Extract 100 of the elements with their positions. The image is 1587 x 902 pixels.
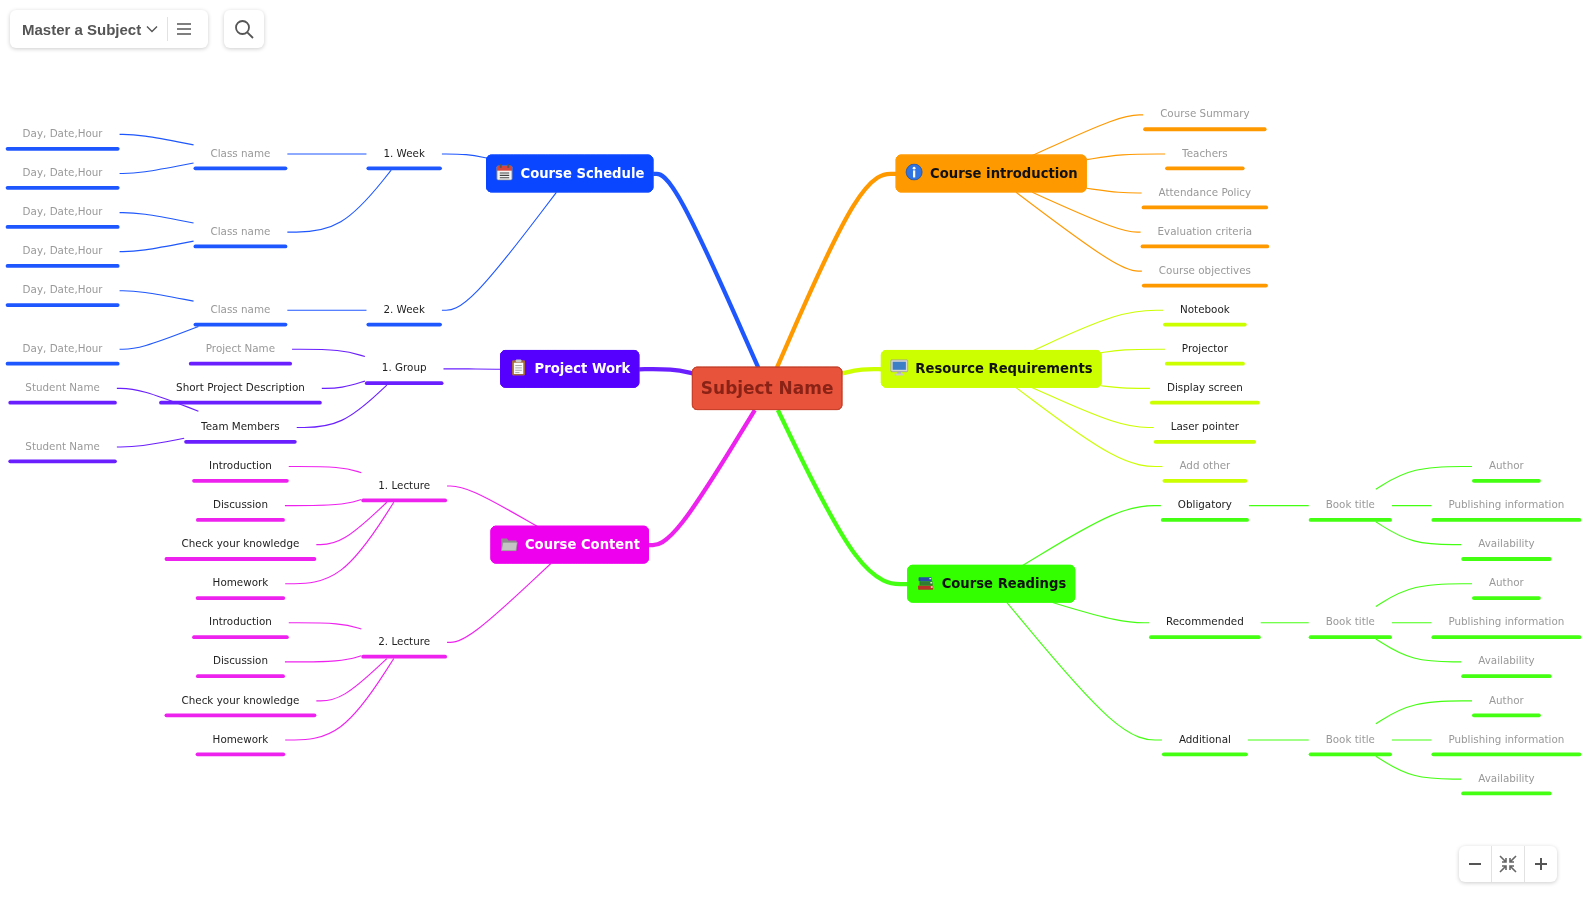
subtopic-node: 1. Lecture	[361, 479, 448, 503]
branch-line	[1031, 387, 1155, 429]
subtopic-node: Team Members	[184, 420, 297, 444]
subtopic-node: Projector	[1164, 342, 1245, 366]
branch-line	[315, 501, 388, 546]
branch-line	[1375, 521, 1462, 546]
subtopic-node: Day, Date,Hour	[5, 127, 120, 151]
branch-line	[1391, 505, 1433, 507]
topic-label: Course Readings	[941, 574, 1067, 593]
subtopic-node: Homework	[195, 576, 286, 600]
branch-line	[446, 485, 539, 528]
branch-line	[1375, 583, 1473, 608]
subtopic-node: Short Project Description	[159, 381, 322, 405]
branch-line	[321, 380, 366, 389]
branch-line	[446, 562, 552, 643]
subtopic-node: 1. Week	[366, 147, 442, 171]
branch-line	[774, 171, 897, 369]
subtopic-node: Publishing information	[1431, 616, 1582, 640]
topic-label: Course Schedule	[520, 164, 645, 183]
subtopic-node: Publishing information	[1431, 498, 1582, 522]
branch-line	[284, 658, 395, 741]
branch-line	[291, 348, 366, 358]
branch-line	[284, 655, 362, 663]
subtopic-node: Student Name	[8, 440, 117, 464]
branch-line	[1031, 191, 1142, 233]
branch-line	[119, 133, 195, 146]
subtopic-node: Day, Date,Hour	[5, 342, 120, 366]
subtopic-node: Course Summary	[1143, 108, 1267, 132]
branch-line	[441, 191, 557, 311]
branch-line	[639, 367, 694, 376]
branch-line	[1375, 755, 1462, 780]
branch-line	[1100, 348, 1166, 354]
subtopic-node: Availability	[1461, 537, 1552, 561]
branch-line	[1248, 505, 1310, 507]
branch-line	[284, 501, 395, 585]
branch-line	[1100, 385, 1151, 389]
subtopic-node: Author	[1472, 459, 1541, 483]
branch-line	[286, 153, 368, 155]
subtopic-node: Discussion	[195, 498, 285, 522]
branch-line	[315, 658, 388, 702]
topic-box	[490, 525, 649, 564]
subtopic-node: Availability	[1461, 655, 1552, 679]
subtopic-node: Evaluation criteria	[1140, 225, 1270, 249]
topic-label: Project Work	[534, 359, 631, 378]
subtopic-node: Additional	[1161, 733, 1248, 757]
branch-line	[286, 309, 368, 311]
branch-line	[1260, 622, 1310, 624]
branch-line	[288, 465, 362, 474]
branch-line	[119, 290, 195, 302]
subtopic-node: Day, Date,Hour	[5, 283, 120, 307]
subtopic-node: Book title	[1308, 498, 1392, 522]
subtopic-node: Attendance Policy	[1141, 186, 1269, 210]
subtopic-node: Day, Date,Hour	[5, 166, 120, 190]
subtopic-node: Check your knowledge	[164, 537, 317, 561]
subtopic-node: Laser pointer	[1153, 420, 1257, 444]
subtopic-node: Notebook	[1163, 303, 1247, 327]
branch-line	[116, 387, 199, 412]
subtopic-node: Class name	[193, 303, 288, 327]
subtopic-node: 1. Group	[364, 362, 444, 386]
branch-line	[116, 437, 185, 448]
topic-label: Course introduction	[930, 164, 1078, 183]
topic-box	[486, 154, 654, 193]
subtopic-node: 2. Lecture	[361, 635, 448, 659]
branch-line	[286, 169, 392, 233]
branch-line	[119, 325, 199, 350]
subtopic-node: Display screen	[1150, 381, 1260, 405]
subtopic-node: Homework	[195, 733, 286, 757]
topic-box	[880, 350, 1102, 388]
subtopic-node: Discussion	[195, 655, 285, 679]
subtopic-node: Obligatory	[1160, 498, 1249, 522]
subtopic-node: Course objectives	[1141, 264, 1268, 288]
branch-line	[1391, 622, 1433, 624]
central-topic-box: Subject Name	[691, 366, 843, 411]
branch-line	[1086, 187, 1143, 194]
branch-line	[119, 212, 195, 224]
branch-line	[653, 171, 761, 369]
branch-line	[442, 368, 502, 370]
branch-line	[296, 384, 388, 429]
branch-line	[841, 367, 882, 376]
topic-label: Course Content	[524, 535, 640, 554]
subtopic-node: 2. Week	[366, 303, 442, 327]
subtopic-node: Add other	[1162, 459, 1248, 483]
branch-line	[119, 240, 195, 253]
branch-line	[1247, 739, 1310, 741]
branch-line	[775, 409, 909, 587]
branch-line	[119, 162, 195, 175]
subtopic-node: Introduction	[192, 459, 289, 483]
branch-line	[1015, 191, 1143, 272]
branch-line	[1021, 505, 1162, 567]
topic-box	[907, 564, 1076, 603]
subtopic-node: Check your knowledge	[164, 694, 317, 718]
subtopic-node: Introduction	[192, 616, 289, 640]
subtopic-node: Recommended	[1149, 616, 1261, 640]
subtopic-node: Teachers	[1165, 147, 1245, 171]
subtopic-node: Book title	[1308, 616, 1392, 640]
subtopic-node: Publishing information	[1431, 733, 1582, 757]
branch-line	[288, 622, 362, 630]
branch-line	[1006, 602, 1163, 741]
subtopic-node: Day, Date,Hour	[5, 205, 120, 229]
branch-line	[1375, 465, 1473, 490]
